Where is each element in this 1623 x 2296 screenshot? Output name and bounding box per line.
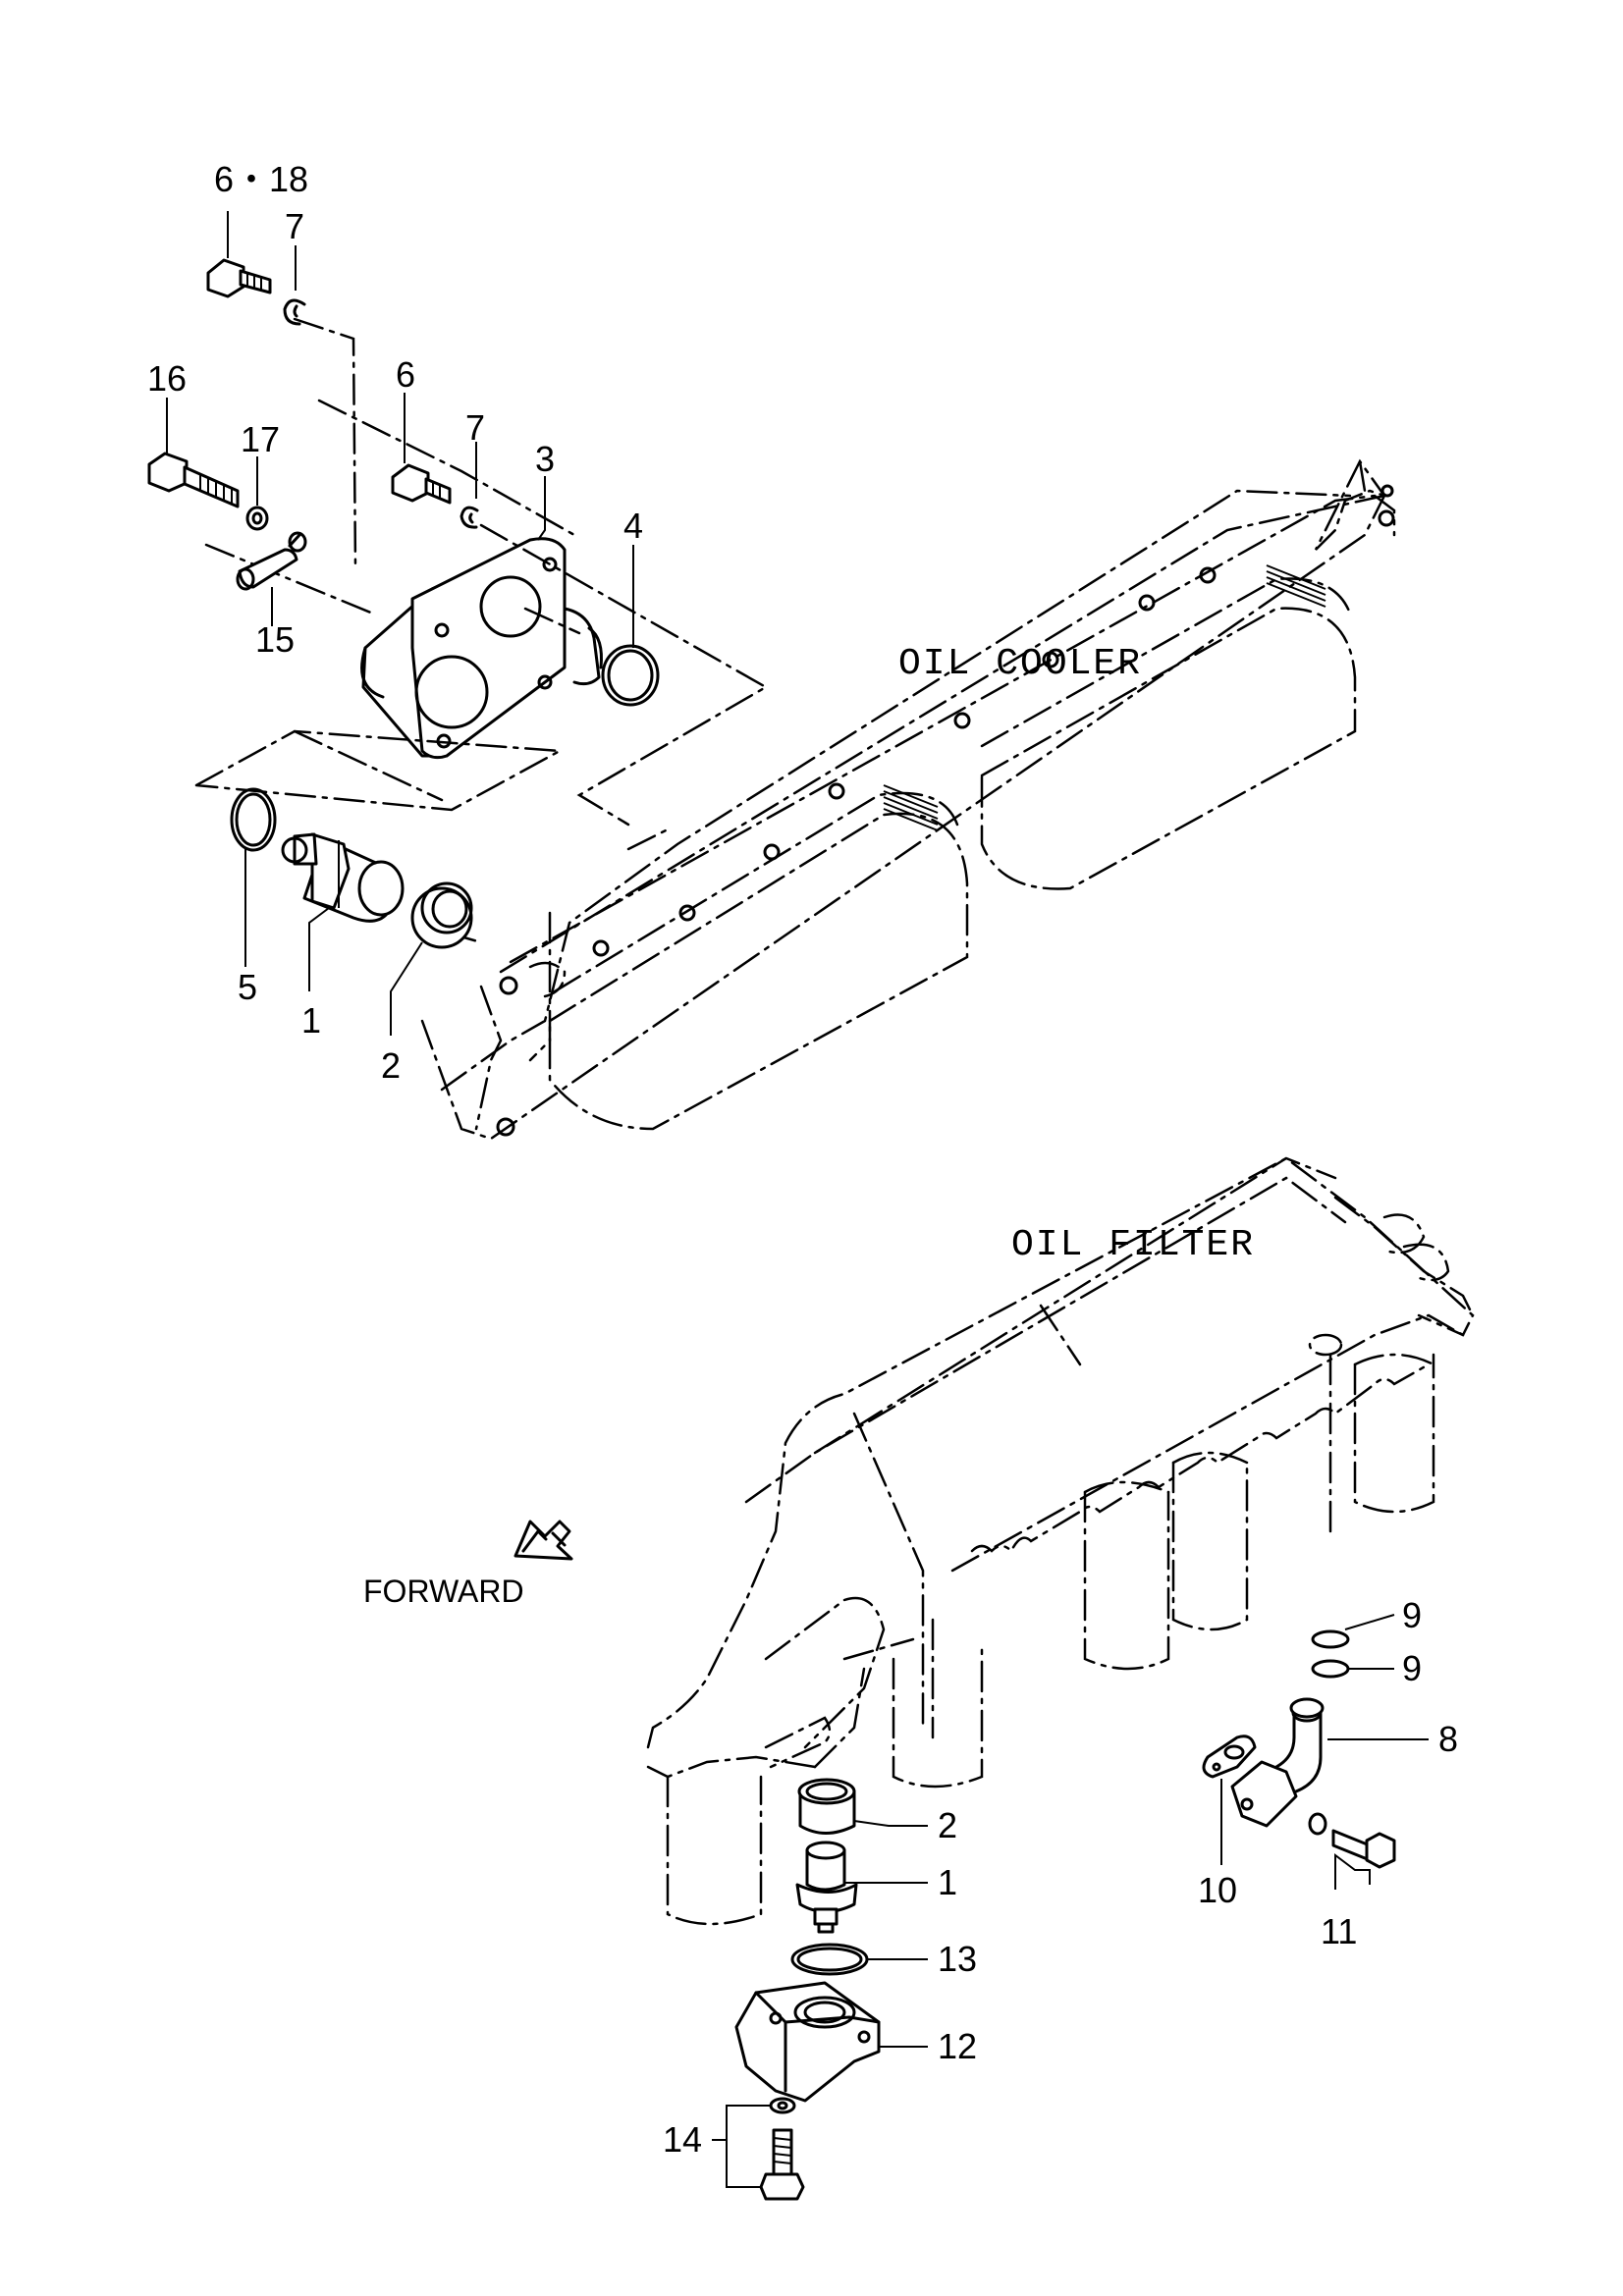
- callout-13: 13: [938, 1939, 977, 1979]
- callout-7-lower: 7: [465, 407, 485, 448]
- oring-part-9-lower: [1311, 1659, 1350, 1679]
- callout-9-lower: 9: [1402, 1648, 1422, 1688]
- leader-lines: [166, 211, 1429, 2188]
- oil-filter-title: OIL FILTER: [1011, 1224, 1255, 1266]
- callout-1-filter: 1: [938, 1862, 957, 1902]
- callout-16: 16: [147, 358, 187, 399]
- callout-6: 6: [396, 354, 415, 395]
- callout-14: 14: [663, 2119, 702, 2160]
- callout-11: 11: [1321, 1911, 1357, 1951]
- elbow-part-8: [1230, 1697, 1325, 1828]
- oring-part-4: [601, 644, 660, 707]
- callout-8: 8: [1438, 1719, 1458, 1759]
- valve-part-1-filter: [795, 1841, 858, 1934]
- oring-part-5: [230, 787, 277, 852]
- sleeve-part-2-cooler: [410, 881, 473, 949]
- callout-6-18: 6・18: [214, 159, 308, 199]
- washer-part-7-upper: [283, 298, 306, 326]
- oil-cooler-body: [420, 458, 1396, 1141]
- valve-part-1-cooler: [281, 832, 405, 923]
- callout-4: 4: [623, 506, 643, 546]
- oil-cooler-title: OIL COOLER: [898, 643, 1142, 685]
- washer-part-11: [1308, 1812, 1327, 1836]
- callout-1-cooler: 1: [301, 1000, 321, 1041]
- washer-part-14: [769, 2097, 796, 2114]
- bolt-part-11: [1331, 1829, 1396, 1869]
- callout-17: 17: [241, 419, 280, 459]
- oil-filter-body: [646, 1156, 1475, 1926]
- callout-9-upper: 9: [1402, 1595, 1422, 1635]
- washer-part-7-lower: [460, 506, 479, 529]
- pin-part-15: [236, 531, 307, 591]
- callout-2-filter: 2: [938, 1805, 957, 1845]
- callout-3: 3: [535, 439, 555, 479]
- bolt-part-14: [759, 2128, 805, 2201]
- oring-part-9-upper: [1311, 1629, 1350, 1649]
- callout-2-cooler: 2: [381, 1045, 401, 1086]
- washer-part-17: [245, 506, 269, 531]
- forward-arrow-icon: [514, 1520, 573, 1561]
- forward-label: FORWARD: [363, 1574, 524, 1609]
- callout-12: 12: [938, 2026, 977, 2066]
- callout-7-upper: 7: [285, 206, 304, 246]
- callout-5: 5: [238, 967, 257, 1007]
- callout-15: 15: [255, 619, 295, 660]
- callout-10: 10: [1198, 1870, 1237, 1910]
- cover-part-12: [734, 1981, 881, 2103]
- cover-part-3: [360, 537, 603, 760]
- sleeve-part-2-filter: [797, 1778, 856, 1835]
- gasket-part-10: [1202, 1735, 1257, 1779]
- bolt-part-16: [147, 452, 240, 508]
- bolt-part-6: [391, 463, 452, 505]
- bolt-part-6-18: [206, 258, 272, 298]
